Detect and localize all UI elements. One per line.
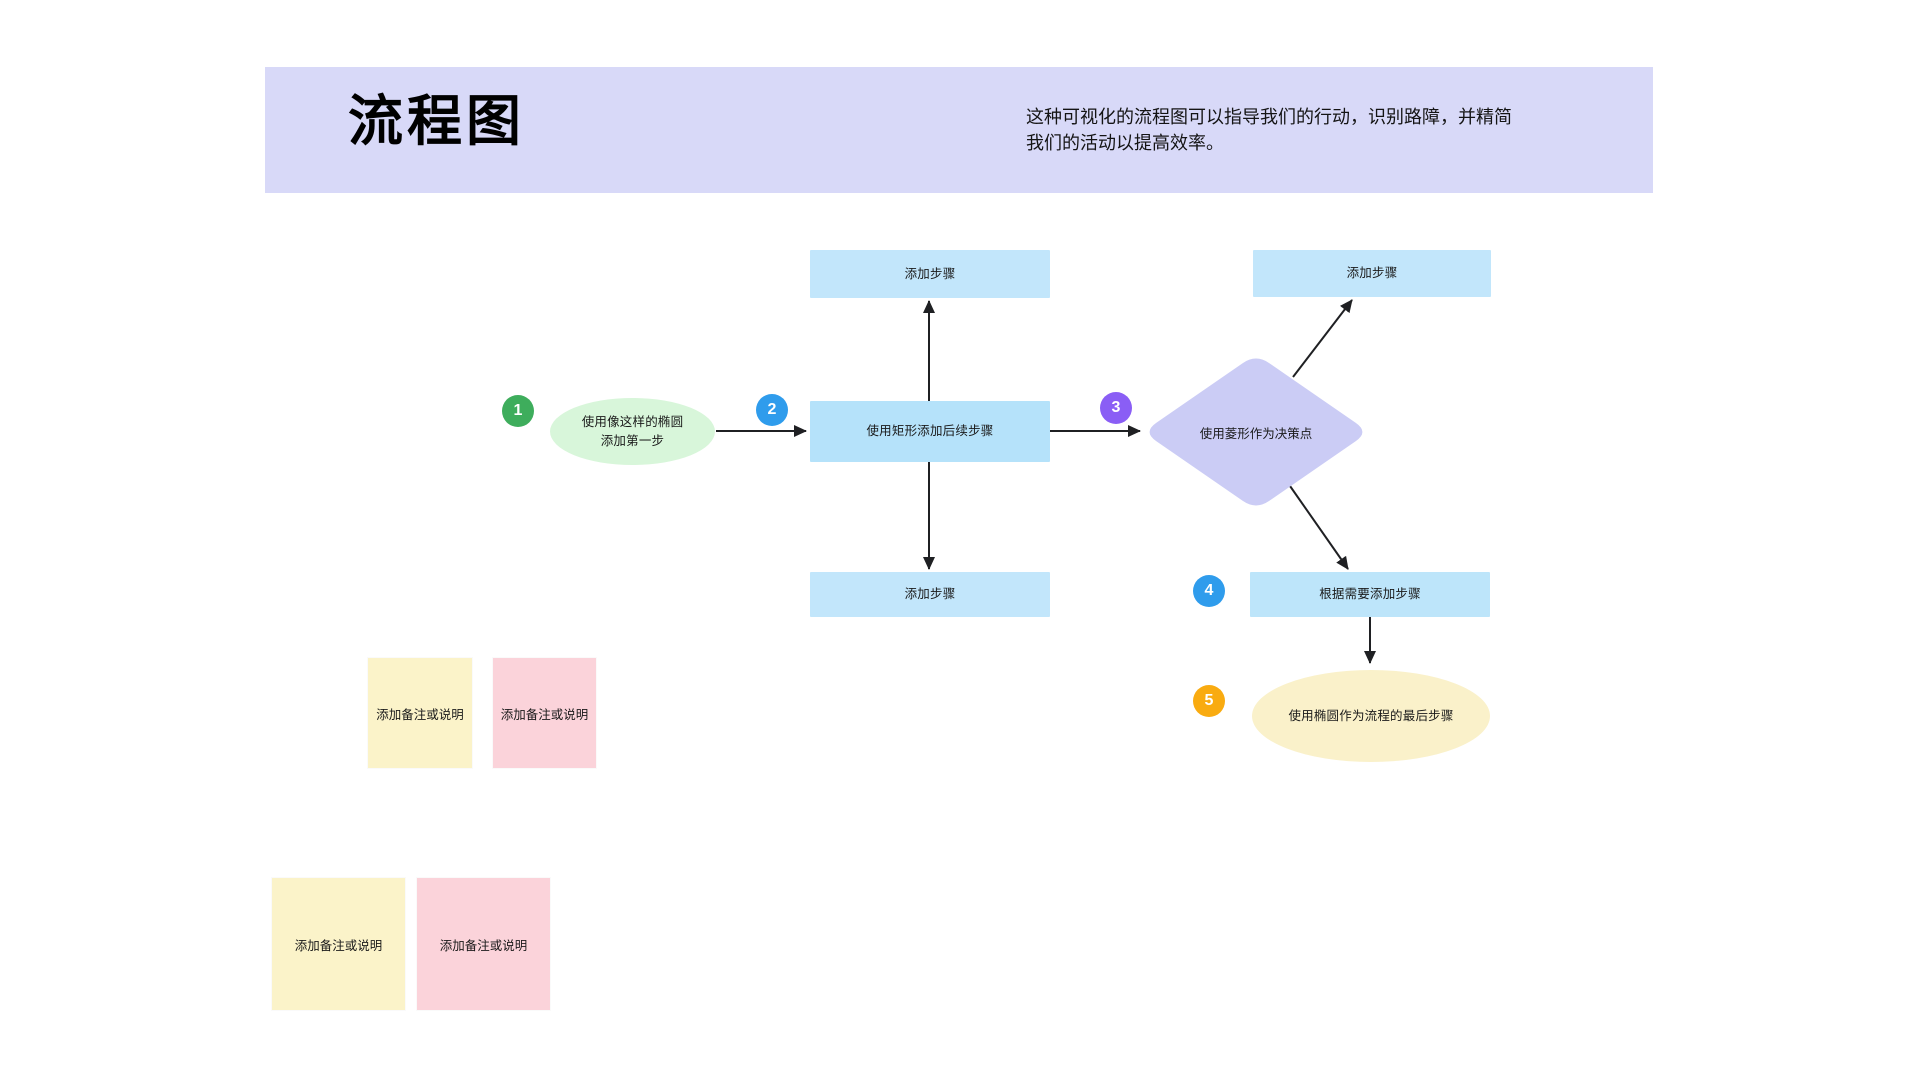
sticky-note-label: 添加备注或说明 [439,938,528,953]
badge-step-2[interactable]: 2 [756,394,788,426]
sticky-note-yellow-large[interactable]: 添加备注或说明 [272,878,405,1010]
node-step-bottom-label: 添加步骤 [904,587,956,601]
badge-step-1-number: 1 [513,402,523,419]
badge-step-5-number: 5 [1204,692,1214,709]
connector-decision-to-asneeded[interactable] [1289,485,1349,570]
page-description-line2: 我们的活动以提高效率。 [1026,133,1224,153]
sticky-note-label: 添加备注或说明 [294,938,383,953]
sticky-note-label: 添加备注或说明 [500,707,589,722]
node-step-top-label: 添加步骤 [904,266,956,281]
sticky-note-pink-large[interactable]: 添加备注或说明 [417,878,550,1010]
sticky-note-yellow-small[interactable]: 添加备注或说明 [368,658,472,768]
badge-step-3-number: 3 [1111,399,1121,416]
node-end-label: 使用椭圆作为流程的最后步骤 [1288,708,1454,723]
node-decision-diamond[interactable]: 使用菱形作为决策点 [1143,354,1369,510]
node-step-main[interactable]: 使用矩形添加后续步骤 [810,401,1050,462]
badge-step-2-number: 2 [767,401,777,418]
node-start-ellipse[interactable]: 使用像这样的椭圆 添加第一步 [550,398,715,465]
node-step-topright[interactable]: 添加步骤 [1253,250,1491,297]
sticky-note-pink-small[interactable]: 添加备注或说明 [493,658,596,768]
node-step-main-label: 使用矩形添加后续步骤 [866,424,994,438]
badge-step-4[interactable]: 4 [1193,575,1225,607]
node-step-asneeded[interactable]: 根据需要添加步骤 [1250,572,1490,617]
node-decision-label: 使用菱形作为决策点 [1199,426,1313,441]
connector-decision-to-topright[interactable] [1292,299,1353,378]
badge-step-4-number: 4 [1204,582,1214,599]
node-step-top[interactable]: 添加步骤 [810,250,1050,298]
node-step-bottom[interactable]: 添加步骤 [810,572,1050,617]
node-step-topright-label: 添加步骤 [1346,266,1398,280]
badge-step-5[interactable]: 5 [1193,685,1225,717]
node-start-label: 使用像这样的椭圆 添加第一步 [581,414,684,448]
badge-step-1[interactable]: 1 [502,395,534,427]
node-step-asneeded-label: 根据需要添加步骤 [1319,587,1421,601]
diamond-shape [1149,358,1363,506]
page-description: 这种可视化的流程图可以指导我们的行动，识别路障，并精简 我们的活动以提高效率。 [1026,104,1586,156]
sticky-note-label: 添加备注或说明 [376,707,464,722]
page-title: 流程图 [348,90,526,152]
header-band: 流程图 这种可视化的流程图可以指导我们的行动，识别路障，并精简 我们的活动以提高… [265,67,1653,193]
page-description-line1: 这种可视化的流程图可以指导我们的行动，识别路障，并精简 [1026,107,1512,127]
node-end-ellipse[interactable]: 使用椭圆作为流程的最后步骤 [1252,670,1490,762]
badge-step-3[interactable]: 3 [1100,392,1132,424]
